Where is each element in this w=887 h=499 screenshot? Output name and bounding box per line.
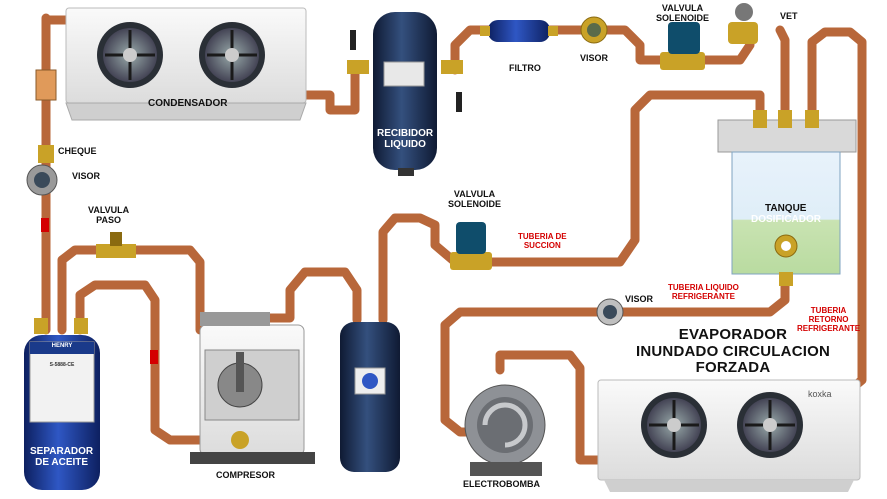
oil-separator	[24, 318, 100, 490]
label-valvula-solenoide-mid: VALVULA SOLENOIDE	[448, 189, 502, 209]
label-visor-top: VISOR	[580, 53, 609, 63]
sight-glass-left	[26, 164, 58, 196]
solenoid-valve-mid	[450, 222, 492, 270]
pipe-condenser-receiver	[300, 65, 360, 115]
expansion-valve	[728, 3, 758, 44]
suction-accumulator	[340, 322, 400, 472]
label-visor-left: VISOR	[72, 171, 101, 181]
flow-markers	[41, 218, 158, 364]
liquid-receiver	[347, 12, 463, 176]
evaporator-brand: koxka	[808, 389, 832, 399]
sight-glass-top	[580, 16, 608, 44]
label-filtro: FILTRO	[509, 63, 541, 73]
pipe-liquid-line	[440, 267, 790, 437]
label-dosificador: DOSIFICADOR	[751, 214, 821, 225]
label-evaporador: EVAPORADOR INUNDADO CIRCULACION FORZADA	[636, 326, 830, 376]
pipe-pump-evaporator	[495, 350, 605, 465]
check-valve	[35, 69, 57, 163]
label-separador: SEPARADOR DE ACEITE	[30, 446, 94, 468]
sight-glass-right	[596, 298, 624, 326]
pipe-separator-compressor	[75, 280, 205, 445]
label-tuberia-liquido: TUBERIA LIQUIDO REFRIGERANTE	[668, 283, 739, 301]
pipe-vet-tank	[775, 25, 790, 130]
pipe-accumulator-compressor	[250, 267, 362, 325]
label-compresor: COMPRESOR	[216, 470, 276, 480]
separator-maker-tag: HENRY	[51, 343, 73, 349]
label-vet: VET	[780, 11, 798, 21]
electro-pump	[464, 384, 546, 476]
label-tuberia-succion: TUBERIA DE SUCCION	[518, 232, 567, 250]
filter-drier	[480, 20, 558, 42]
separator-model-tag: S-5888-CE	[49, 362, 75, 368]
label-valvula-paso: VALVULA PASO	[88, 205, 130, 225]
label-electrobomba: ELECTROBOMBA	[463, 479, 540, 489]
label-cheque: CHEQUE	[58, 146, 97, 156]
pipe-tank-top-left	[465, 90, 765, 267]
evaporator-unit	[597, 379, 861, 492]
label-visor-right: VISOR	[625, 294, 654, 304]
label-tanque: TANQUE	[765, 203, 807, 214]
label-valvula-solenoide-top: VALVULA SOLENOIDE	[656, 3, 710, 23]
condenser-unit	[65, 7, 307, 121]
label-condensador: CONDENSADOR	[148, 98, 228, 109]
dosing-tank	[717, 110, 857, 286]
label-tuberia-retorno: TUBERIA RETORNO REFRIGERANTE	[797, 306, 861, 333]
solenoid-valve-top	[660, 22, 705, 70]
manual-valve	[96, 232, 136, 258]
label-recibidor: RECIBIDOR LIQUIDO	[377, 128, 434, 150]
pipe-suction	[378, 213, 460, 325]
compressor	[190, 312, 315, 464]
